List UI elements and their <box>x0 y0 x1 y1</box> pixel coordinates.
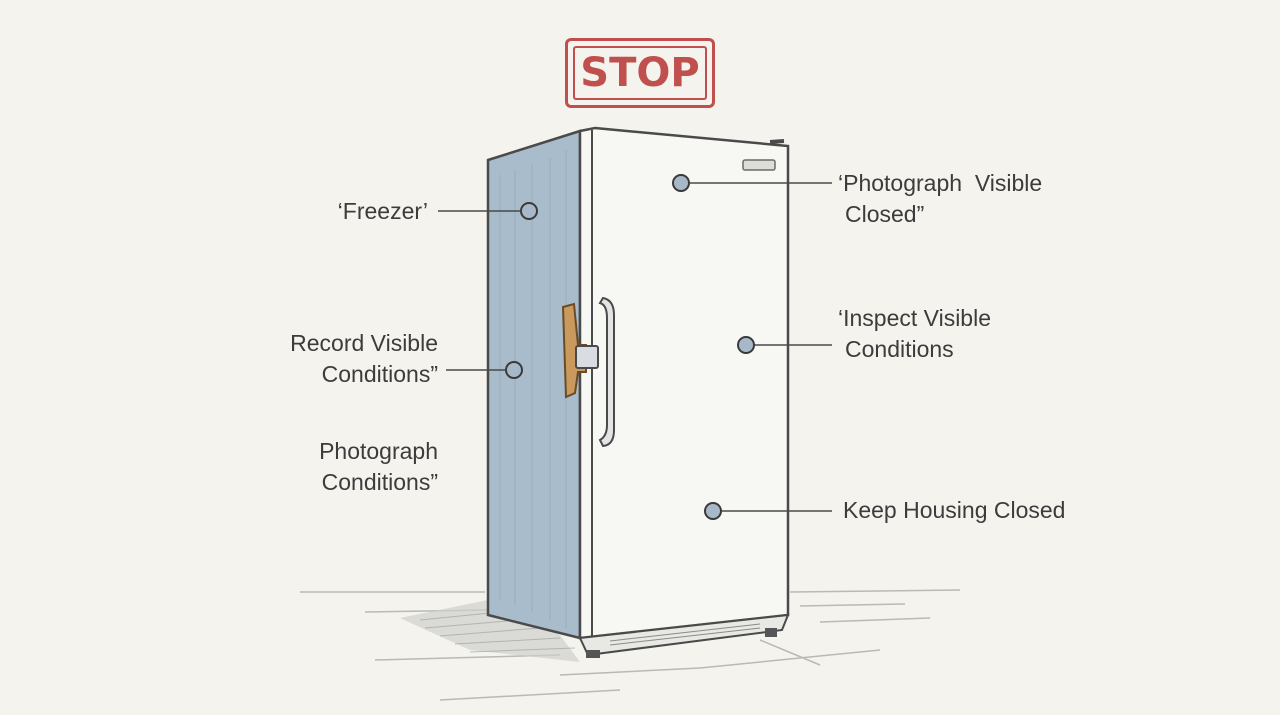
label-keep-closed-text: Keep Housing Closed <box>843 497 1066 523</box>
foot-right <box>765 628 777 637</box>
freezer-base <box>578 613 790 657</box>
markers <box>505 174 755 520</box>
stop-sign-text: STOP <box>580 50 700 96</box>
label-keep-housing-closed: Keep Housing Closed <box>843 495 1083 526</box>
label-photograph-conditions: Photograph Conditions” <box>260 436 438 498</box>
label-freezer: ‘Freezer’ <box>300 196 428 227</box>
marker-freezer <box>520 202 538 220</box>
label-freezer-text: ‘Freezer’ <box>337 198 428 224</box>
nameplate <box>742 159 776 171</box>
marker-photo-closed <box>672 174 690 192</box>
label-record-visible-conditions: Record Visible Conditions” <box>240 328 438 390</box>
base-vent <box>609 623 761 646</box>
door-top-hinge <box>769 139 785 144</box>
stop-sign: STOP <box>565 38 715 108</box>
label-photo-closed-line1: ‘Photograph Visible <box>838 170 1043 196</box>
label-inspect-line1: ‘Inspect Visible <box>838 305 991 331</box>
marker-keep-closed <box>704 502 722 520</box>
marker-inspect <box>737 336 755 354</box>
floor-shadow <box>400 600 580 662</box>
stop-sign-frame: STOP <box>573 46 707 100</box>
label-record-line2: Conditions” <box>321 361 438 387</box>
marker-record <box>505 361 523 379</box>
label-record-line1: Record Visible <box>290 330 438 356</box>
shadow-hatching <box>419 611 576 653</box>
door-handle <box>598 296 615 448</box>
label-photograph-line1: Photograph <box>319 438 438 464</box>
label-photograph-line2: Conditions” <box>321 469 438 495</box>
leader-lines <box>438 182 832 512</box>
label-inspect-line2: Conditions <box>845 336 954 362</box>
label-photograph-visible-closed: ‘Photograph Visible Closed” <box>838 168 1098 230</box>
foot-left <box>586 650 600 658</box>
door-latch <box>561 302 587 399</box>
label-inspect-visible-conditions: ‘Inspect Visible Conditions <box>838 303 1058 365</box>
floor-lines <box>300 589 961 701</box>
label-photo-closed-line2: Closed” <box>845 201 925 227</box>
latch-clasp <box>575 345 599 369</box>
